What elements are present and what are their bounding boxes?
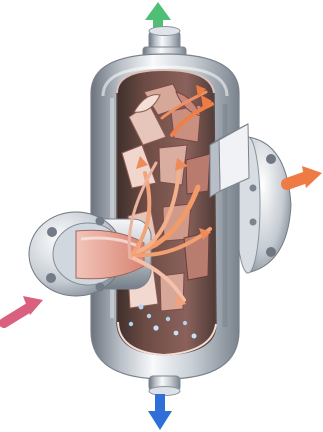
bottom-drain-nozzle xyxy=(149,376,180,396)
top-outlet-nozzle xyxy=(143,27,186,58)
left-flow-arrow xyxy=(4,296,43,323)
bottom-flow-arrow xyxy=(148,394,172,430)
right-flow-arrow xyxy=(287,166,322,188)
